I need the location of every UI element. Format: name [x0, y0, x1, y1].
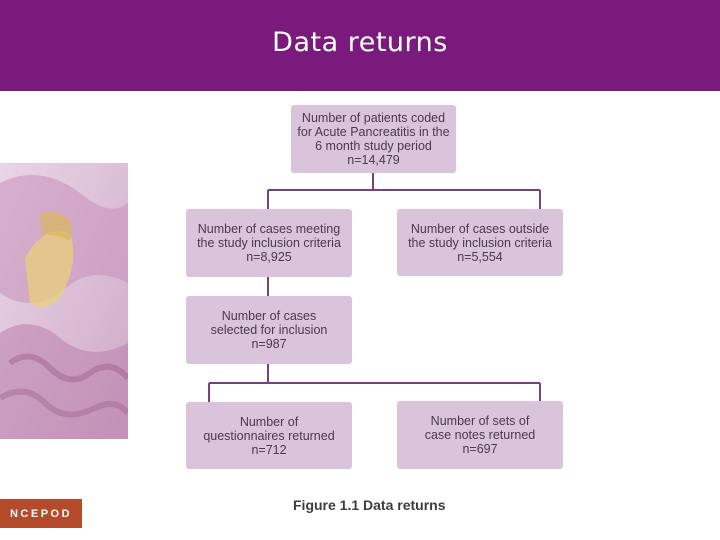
box-line: 6 month study period: [315, 139, 432, 153]
figure-caption: Figure 1.1 Data returns: [293, 497, 446, 513]
flowchart-box-total-patients: Number of patients coded for Acute Pancr…: [291, 105, 456, 173]
flowchart-box-cases-outside: Number of cases outside the study inclus…: [397, 209, 563, 276]
box-line: case notes returned: [425, 428, 536, 442]
box-count: n=712: [251, 443, 286, 457]
box-line: for Acute Pancreatitis in the: [297, 125, 449, 139]
box-line: Number of: [240, 415, 298, 429]
flowchart-box-cases-meeting: Number of cases meeting the study inclus…: [186, 209, 352, 277]
box-line: the study inclusion criteria: [197, 236, 341, 250]
box-count: n=5,554: [457, 250, 503, 264]
box-count: n=8,925: [246, 250, 292, 264]
box-line: questionnaires returned: [203, 429, 334, 443]
ncepod-logo: NCEPOD: [0, 499, 82, 528]
box-line: Number of sets of: [431, 414, 530, 428]
box-line: the study inclusion criteria: [408, 236, 552, 250]
box-line: Number of cases: [222, 309, 316, 323]
logo-text: NCEPOD: [10, 508, 72, 520]
box-line: Number of cases outside: [411, 222, 549, 236]
flowchart-box-case-notes: Number of sets of case notes returned n=…: [397, 401, 563, 469]
box-count: n=14,479: [347, 153, 399, 167]
box-line: Number of patients coded: [302, 111, 445, 125]
flowchart-box-questionnaires: Number of questionnaires returned n=712: [186, 402, 352, 469]
box-count: n=697: [462, 442, 497, 456]
box-count: n=987: [251, 337, 286, 351]
box-line: selected for inclusion: [211, 323, 328, 337]
box-line: Number of cases meeting: [198, 222, 340, 236]
flowchart-box-cases-selected: Number of cases selected for inclusion n…: [186, 296, 352, 364]
